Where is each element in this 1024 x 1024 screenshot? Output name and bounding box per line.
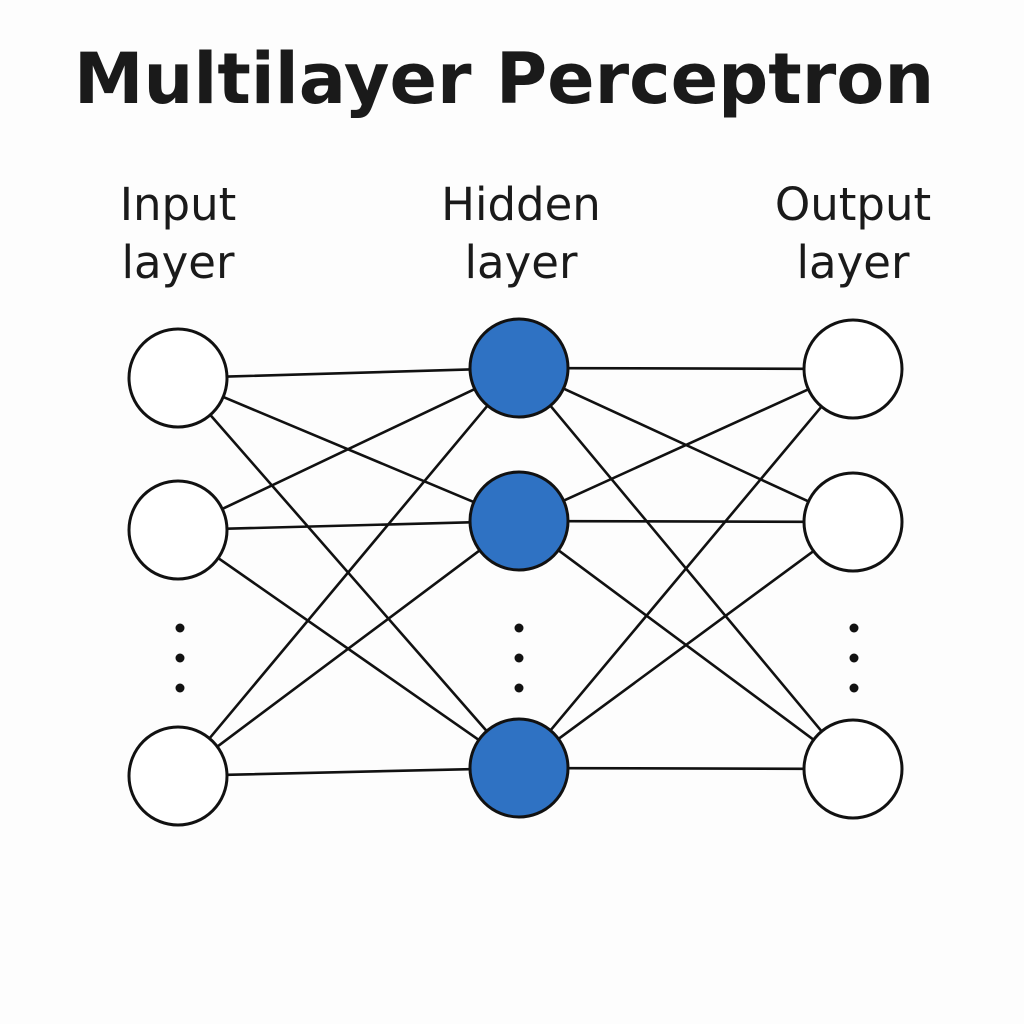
input-layer-label-line1: Input — [119, 178, 237, 231]
edge-hidden-2-to-output-2 — [566, 766, 806, 771]
edge-input-2-to-hidden-2 — [225, 767, 472, 777]
input-ellipsis-dot-3 — [175, 683, 185, 693]
edge-input-2-to-hidden-1 — [215, 549, 482, 748]
output-layer-label-line2: layer — [796, 236, 910, 289]
output-layer-label-line1: Output — [774, 178, 932, 231]
output-node-1 — [802, 318, 904, 420]
edge-hidden-1-to-output-0 — [562, 387, 810, 503]
edge-input-0-to-hidden-0 — [225, 368, 472, 378]
hidden-node-2 — [468, 470, 570, 572]
input-ellipsis-dot-1 — [175, 623, 185, 633]
input-node-2 — [127, 479, 229, 581]
network-nodes — [127, 317, 904, 827]
hidden-ellipsis-dot-1 — [514, 623, 524, 633]
hidden-layer-label-line1: Hidden — [441, 178, 601, 231]
output-ellipsis-dot-1 — [849, 623, 859, 633]
edge-hidden-2-to-output-0 — [549, 405, 823, 732]
edge-hidden-2-to-output-1 — [557, 549, 815, 741]
output-ellipsis-dot-3 — [849, 683, 859, 693]
output-node-2 — [802, 471, 904, 573]
input-node-3 — [127, 725, 229, 827]
connection-edges — [208, 366, 823, 777]
input-layer-label: Input layer — [58, 176, 298, 292]
input-layer-label-line2: layer — [121, 236, 235, 289]
edge-hidden-1-to-output-1 — [566, 519, 806, 524]
edge-hidden-0-to-output-0 — [566, 366, 806, 371]
hidden-ellipsis-dot-2 — [514, 653, 524, 663]
output-ellipsis-dot-2 — [849, 653, 859, 663]
input-ellipsis-dot-2 — [175, 653, 185, 663]
output-layer-label: Output layer — [733, 176, 973, 292]
output-node-3 — [802, 718, 904, 820]
edge-input-1-to-hidden-1 — [225, 520, 472, 531]
edge-input-1-to-hidden-0 — [220, 387, 477, 511]
hidden-layer-label-line2: layer — [464, 236, 578, 289]
ellipsis-dots — [175, 623, 859, 693]
input-node-1 — [127, 327, 229, 429]
diagram-title: Multilayer Perceptron — [73, 38, 935, 120]
edge-input-2-to-hidden-0 — [208, 404, 489, 740]
hidden-node-3 — [468, 717, 570, 819]
hidden-ellipsis-dot-3 — [514, 683, 524, 693]
hidden-layer-label: Hidden layer — [401, 176, 641, 292]
hidden-node-1 — [468, 317, 570, 419]
